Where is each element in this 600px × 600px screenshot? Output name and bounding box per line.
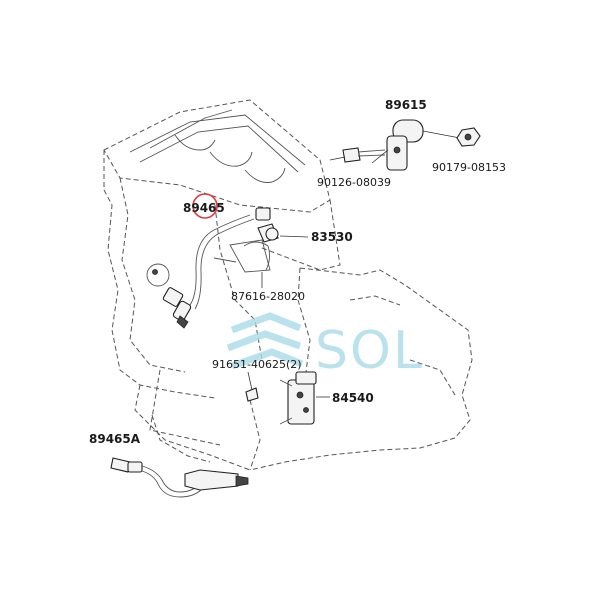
label-89465: 89465 <box>183 201 225 215</box>
knock-sensor-89615 <box>386 119 461 171</box>
leader-90126 <box>371 149 389 164</box>
label-90179-08153: 90179-08153 <box>432 161 506 174</box>
label-87616-28020: 87616-28020 <box>231 290 305 303</box>
oil-pressure-switch-83530 <box>257 223 309 243</box>
nut-90179 <box>456 127 481 147</box>
label-91651-40625: 91651-40625(2) <box>212 358 302 371</box>
label-83530: 83530 <box>311 230 353 244</box>
part-labels: 89615 90179-08153 90126-08039 89465 8353… <box>89 98 506 446</box>
label-90126-08039: 90126-08039 <box>317 176 391 189</box>
sol-watermark: SOL <box>226 312 424 381</box>
label-89465a: 89465A <box>89 432 141 446</box>
oxygen-sensor-89465 <box>162 207 271 329</box>
bolt-91651 <box>245 371 259 402</box>
oxygen-sensor-89465a <box>110 414 249 498</box>
highlight-circle <box>192 193 218 219</box>
label-84540: 84540 <box>332 391 374 405</box>
switch-84540 <box>279 371 330 425</box>
watermark-text: SOL <box>315 321 424 381</box>
clamp-87616 <box>243 241 271 288</box>
stud-bolt-90126 <box>329 147 386 163</box>
label-89615: 89615 <box>385 98 427 112</box>
